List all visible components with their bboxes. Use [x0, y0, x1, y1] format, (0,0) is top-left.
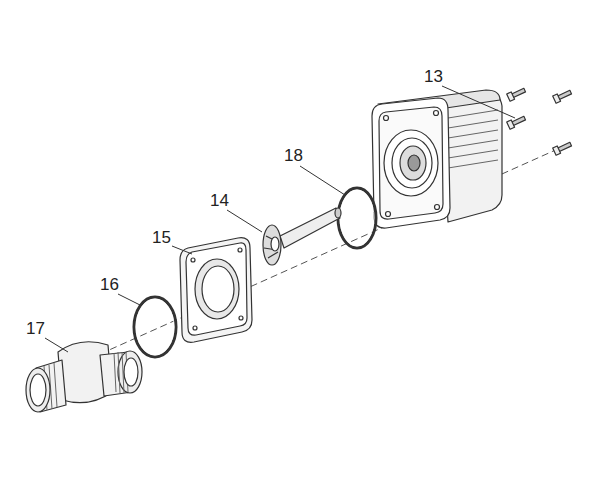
- callout-number: 17: [26, 320, 45, 337]
- callout-number: 14: [210, 192, 229, 209]
- o-ring: [134, 297, 176, 357]
- callout-number: 18: [284, 147, 303, 164]
- o-ring: [338, 188, 376, 248]
- outlet-elbow: [26, 342, 142, 412]
- callout-number: 13: [424, 68, 443, 85]
- impeller: [263, 208, 341, 265]
- leader-lines: [45, 86, 515, 352]
- callout-number: 16: [100, 276, 119, 293]
- callout-number: 15: [152, 229, 171, 246]
- screws: [507, 86, 573, 155]
- motor-housing: [372, 90, 502, 228]
